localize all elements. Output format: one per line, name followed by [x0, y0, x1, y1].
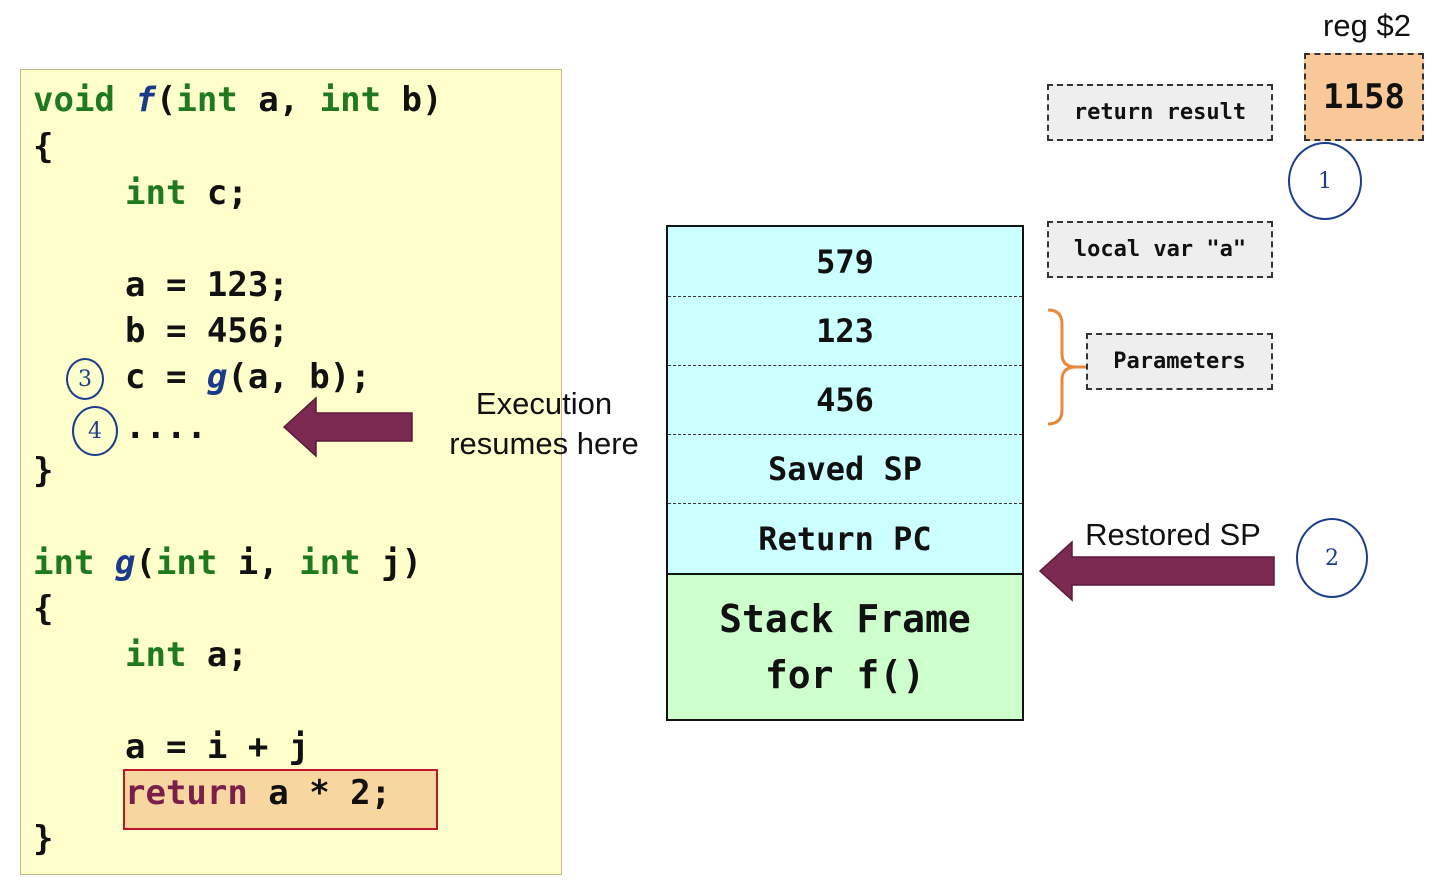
- f-a-assign: a = 123;: [125, 265, 289, 305]
- stack-cell-456: 456: [668, 366, 1022, 435]
- restored-sp-arrow: [1038, 540, 1275, 602]
- restored-sp-arrow-shape: [1038, 540, 1275, 602]
- return-highlight: [123, 769, 438, 830]
- f-b-assign: b = 456;: [125, 311, 289, 351]
- local-var-box: local var "a": [1047, 221, 1273, 278]
- f-decl: int c;: [125, 173, 248, 213]
- parameters-brace-path: [1047, 308, 1086, 426]
- f-call: c = g(a, b);: [125, 357, 371, 397]
- g-open-brace: {: [33, 589, 54, 629]
- annotation-circle-3: 3: [66, 358, 104, 400]
- annotation-circle-2: 2: [1296, 518, 1368, 598]
- f-dots: ....: [125, 407, 207, 447]
- stack-cell-saved-sp: Saved SP: [668, 435, 1022, 504]
- restored-sp-label: Restored SP: [1085, 517, 1261, 552]
- annotation-circle-1: 1: [1288, 142, 1362, 220]
- reg-label: reg $2: [1323, 8, 1411, 43]
- f-open-brace: {: [33, 127, 54, 167]
- stack-cell-123: 123: [668, 297, 1022, 366]
- code-panel: void f(int a, int b) { int c; a = 123; b…: [20, 69, 562, 875]
- return-result-box: return result: [1047, 84, 1273, 141]
- execution-arrow: [282, 396, 413, 458]
- f-close-brace: }: [33, 451, 54, 491]
- annotation-circle-4: 4: [72, 406, 118, 456]
- g-decl: int a;: [125, 635, 248, 675]
- parameters-box: Parameters: [1086, 333, 1273, 390]
- parameters-brace: [1047, 308, 1086, 426]
- g-close-brace: }: [33, 819, 54, 859]
- stack-cell-579: 579: [668, 227, 1022, 297]
- g-assign: a = i + j: [125, 727, 310, 767]
- g-return: return a * 2;: [125, 773, 392, 813]
- execution-arrow-shape: [282, 396, 413, 458]
- g-signature: int g(int i, int j): [33, 543, 423, 583]
- stack-frame-f: Stack Frame for f(): [668, 573, 1022, 719]
- reg-2-value: 1158: [1304, 53, 1424, 141]
- execution-resumes-label: Execution resumes here: [449, 386, 639, 461]
- stack-cell-return-pc: Return PC: [758, 519, 932, 558]
- stack-diagram: 579 123 456 Saved SP Return PC Stack Fra…: [666, 225, 1024, 721]
- f-signature: void f(int a, int b): [33, 80, 443, 120]
